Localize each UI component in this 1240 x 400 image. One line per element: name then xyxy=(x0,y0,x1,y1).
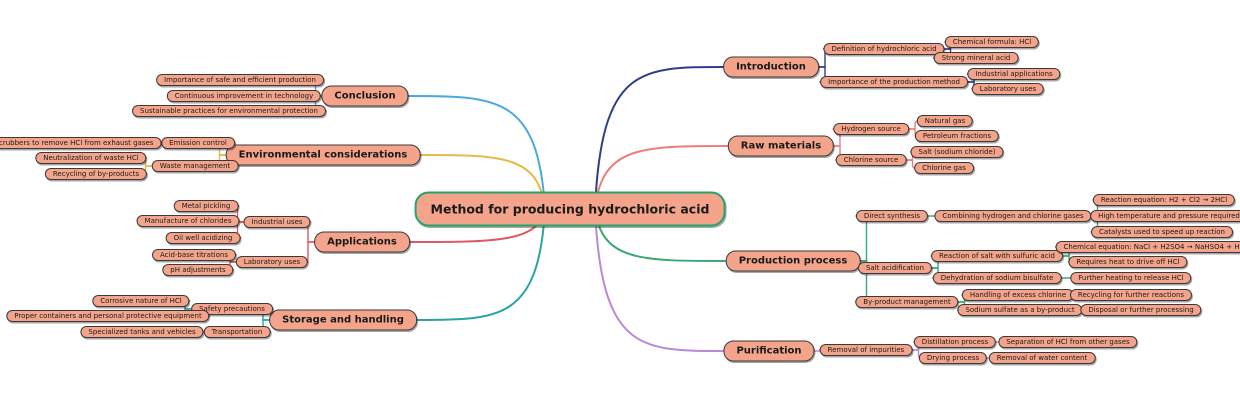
subtopic-byproduct-management[interactable]: By-product management xyxy=(855,296,959,308)
root-topic[interactable]: Method for producing hydrochloric acid xyxy=(414,191,726,227)
subtopic-distillation[interactable]: Distillation process xyxy=(913,336,997,348)
leaf-chemical-equation[interactable]: Chemical equation: NaCl + H2SO4 → NaHSO4… xyxy=(1055,241,1240,253)
subtopic-hydrogen-source[interactable]: Hydrogen source xyxy=(833,123,909,135)
subtopic-dehydration[interactable]: Dehydration of sodium bisulfate xyxy=(932,272,1062,284)
leaf-requires-heat[interactable]: Requires heat to drive off HCl xyxy=(1068,256,1188,268)
leaf-recycling-byproducts[interactable]: Recycling of by-products xyxy=(44,168,148,180)
subtopic-salt-acidification[interactable]: Salt acidification xyxy=(857,262,933,274)
leaf-salt[interactable]: Salt (sodium chloride) xyxy=(910,146,1004,158)
branch-n-pur xyxy=(594,208,725,352)
branch-n-raw xyxy=(594,145,729,210)
leaf-specialized-tanks[interactable]: Specialized tanks and vehicles xyxy=(80,326,204,338)
leaf-continuous-improvement[interactable]: Continuous improvement in technology xyxy=(166,90,322,102)
leaf-disposal[interactable]: Disposal or further processing xyxy=(1080,304,1202,316)
leaf-petroleum-fractions[interactable]: Petroleum fractions xyxy=(914,130,1000,142)
leaf-sustainable-practices[interactable]: Sustainable practices for environmental … xyxy=(132,105,326,117)
leaf-scrubbers[interactable]: Scrubbers to remove HCl from exhaust gas… xyxy=(0,137,162,149)
leaf-high-temperature[interactable]: High temperature and pressure required xyxy=(1090,210,1240,222)
leaf-recycling-reactions[interactable]: Recycling for further reactions xyxy=(1069,289,1193,301)
leaf-removal-water[interactable]: Removal of water content xyxy=(988,352,1096,364)
leaf-oil-well[interactable]: Oil well acidizing xyxy=(165,232,241,244)
leaf-reaction-equation[interactable]: Reaction equation: H2 + Cl2 → 2HCl xyxy=(1092,194,1236,206)
topic-conclusion[interactable]: Conclusion xyxy=(321,85,409,107)
subtopic-definition[interactable]: Definition of hydrochloric acid xyxy=(823,43,945,55)
subtopic-laboratory-uses[interactable]: Laboratory uses xyxy=(235,256,309,268)
topic-environmental[interactable]: Environmental considerations xyxy=(225,144,421,166)
leaf-safe-efficient[interactable]: Importance of safe and efficient product… xyxy=(156,74,324,86)
subtopic-waste-management[interactable]: Waste management xyxy=(151,160,239,172)
leaf-strong-mineral-acid[interactable]: Strong mineral acid xyxy=(933,52,1019,64)
subtopic-safety-precautions[interactable]: Safety precautions xyxy=(191,303,273,315)
topic-raw-materials[interactable]: Raw materials xyxy=(727,135,835,157)
leaf-neutralization[interactable]: Neutralization of waste HCl xyxy=(35,152,147,164)
leaf-chlorine-gas[interactable]: Chlorine gas xyxy=(914,162,974,174)
subtopic-drying[interactable]: Drying process xyxy=(918,352,988,364)
topic-introduction[interactable]: Introduction xyxy=(723,56,819,78)
subtopic-sodium-sulfate[interactable]: Sodium sulfate as a by-product xyxy=(957,304,1083,316)
subtopic-salt-sulfuric[interactable]: Reaction of salt with sulfuric acid xyxy=(931,250,1063,262)
subtopic-removal-impurities[interactable]: Removal of impurities xyxy=(819,344,913,356)
subtopic-transportation[interactable]: Transportation xyxy=(203,326,271,338)
leaf-catalysts[interactable]: Catalysts used to speed up reaction xyxy=(1091,226,1233,238)
topic-storage-handling[interactable]: Storage and handling xyxy=(269,309,417,331)
branch-n-intro xyxy=(594,66,724,210)
branch-n-con xyxy=(407,95,546,210)
subtopic-emission-control[interactable]: Emission control xyxy=(161,137,235,149)
topic-purification[interactable]: Purification xyxy=(723,340,815,362)
leaf-ph-adjustments[interactable]: pH adjustments xyxy=(162,264,234,276)
leaf-proper-containers[interactable]: Proper containers and personal protectiv… xyxy=(6,310,210,322)
leaf-metal-pickling[interactable]: Metal pickling xyxy=(173,200,239,212)
subtopic-chlorine-source[interactable]: Chlorine source xyxy=(835,154,907,166)
leaf-industrial-applications[interactable]: Industrial applications xyxy=(967,68,1061,80)
subtopic-industrial-uses[interactable]: Industrial uses xyxy=(243,216,311,228)
subtopic-direct-synthesis[interactable]: Direct synthesis xyxy=(855,210,929,222)
leaf-manufacture-chlorides[interactable]: Manufacture of chlorides xyxy=(136,215,240,227)
branch-n-sto xyxy=(416,208,546,321)
leaf-chemical-formula[interactable]: Chemical formula: HCl xyxy=(944,36,1040,48)
topic-applications[interactable]: Applications xyxy=(314,231,410,253)
subtopic-combining-gases[interactable]: Combining hydrogen and chlorine gases xyxy=(934,210,1092,222)
leaf-natural-gas[interactable]: Natural gas xyxy=(916,115,974,127)
leaf-titrations[interactable]: Acid-base titrations xyxy=(152,249,236,261)
leaf-laboratory-uses[interactable]: Laboratory uses xyxy=(971,83,1045,95)
leaf-further-heating[interactable]: Further heating to release HCl xyxy=(1070,272,1192,284)
subtopic-importance[interactable]: Importance of the production method xyxy=(820,76,968,88)
topic-production-process[interactable]: Production process xyxy=(725,250,861,272)
leaf-corrosive[interactable]: Corrosive nature of HCl xyxy=(92,295,190,307)
leaf-separation-hcl[interactable]: Separation of HCl from other gases xyxy=(998,336,1138,348)
subtopic-excess-chlorine[interactable]: Handling of excess chlorine xyxy=(961,289,1075,301)
